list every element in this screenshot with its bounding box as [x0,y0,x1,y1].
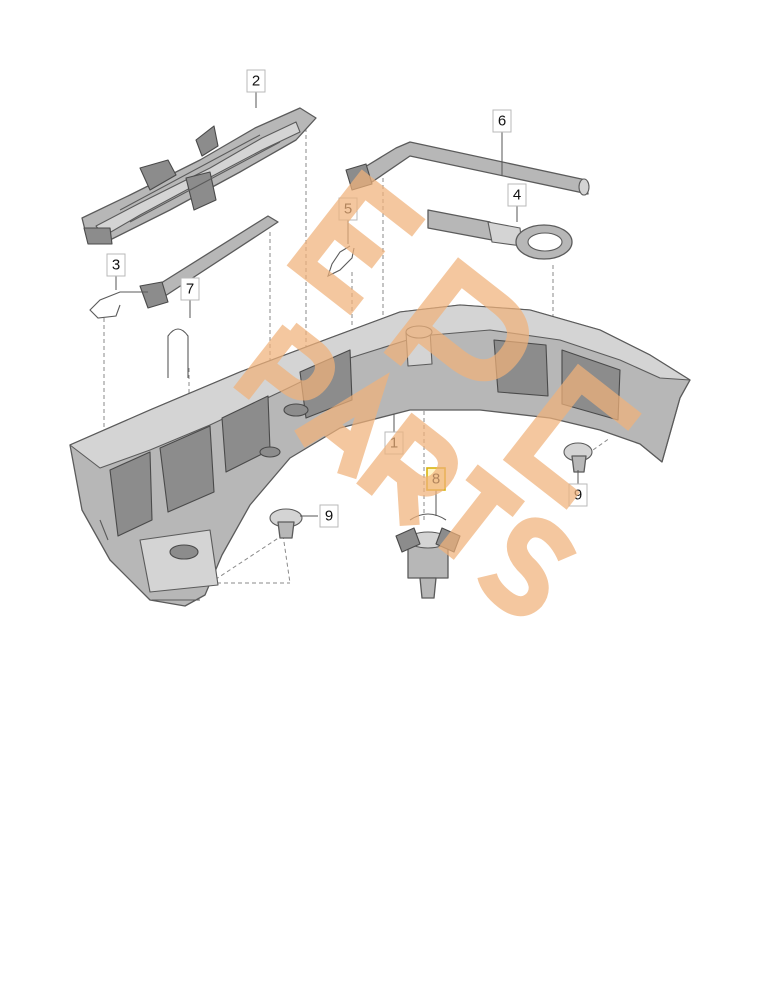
svg-text:4: 4 [513,187,521,204]
svg-text:6: 6 [498,113,506,130]
scissor-jack [81,107,317,245]
callout-3[interactable]: 3 [106,253,126,277]
u-clip [167,328,189,378]
callout-7[interactable]: 7 [180,277,200,301]
svg-text:7: 7 [186,281,194,298]
svg-text:3: 3 [112,257,120,274]
plug-left [269,508,303,539]
callout-6[interactable]: 6 [492,109,512,133]
callout-4[interactable]: 4 [507,183,527,207]
watermark-logo [233,169,642,617]
towing-eye [427,209,573,260]
callout-9-left[interactable]: 9 [319,504,339,528]
callout-2[interactable]: 2 [246,69,266,93]
plug-right [563,442,593,473]
svg-text:2: 2 [252,73,260,90]
svg-text:9: 9 [325,508,333,525]
